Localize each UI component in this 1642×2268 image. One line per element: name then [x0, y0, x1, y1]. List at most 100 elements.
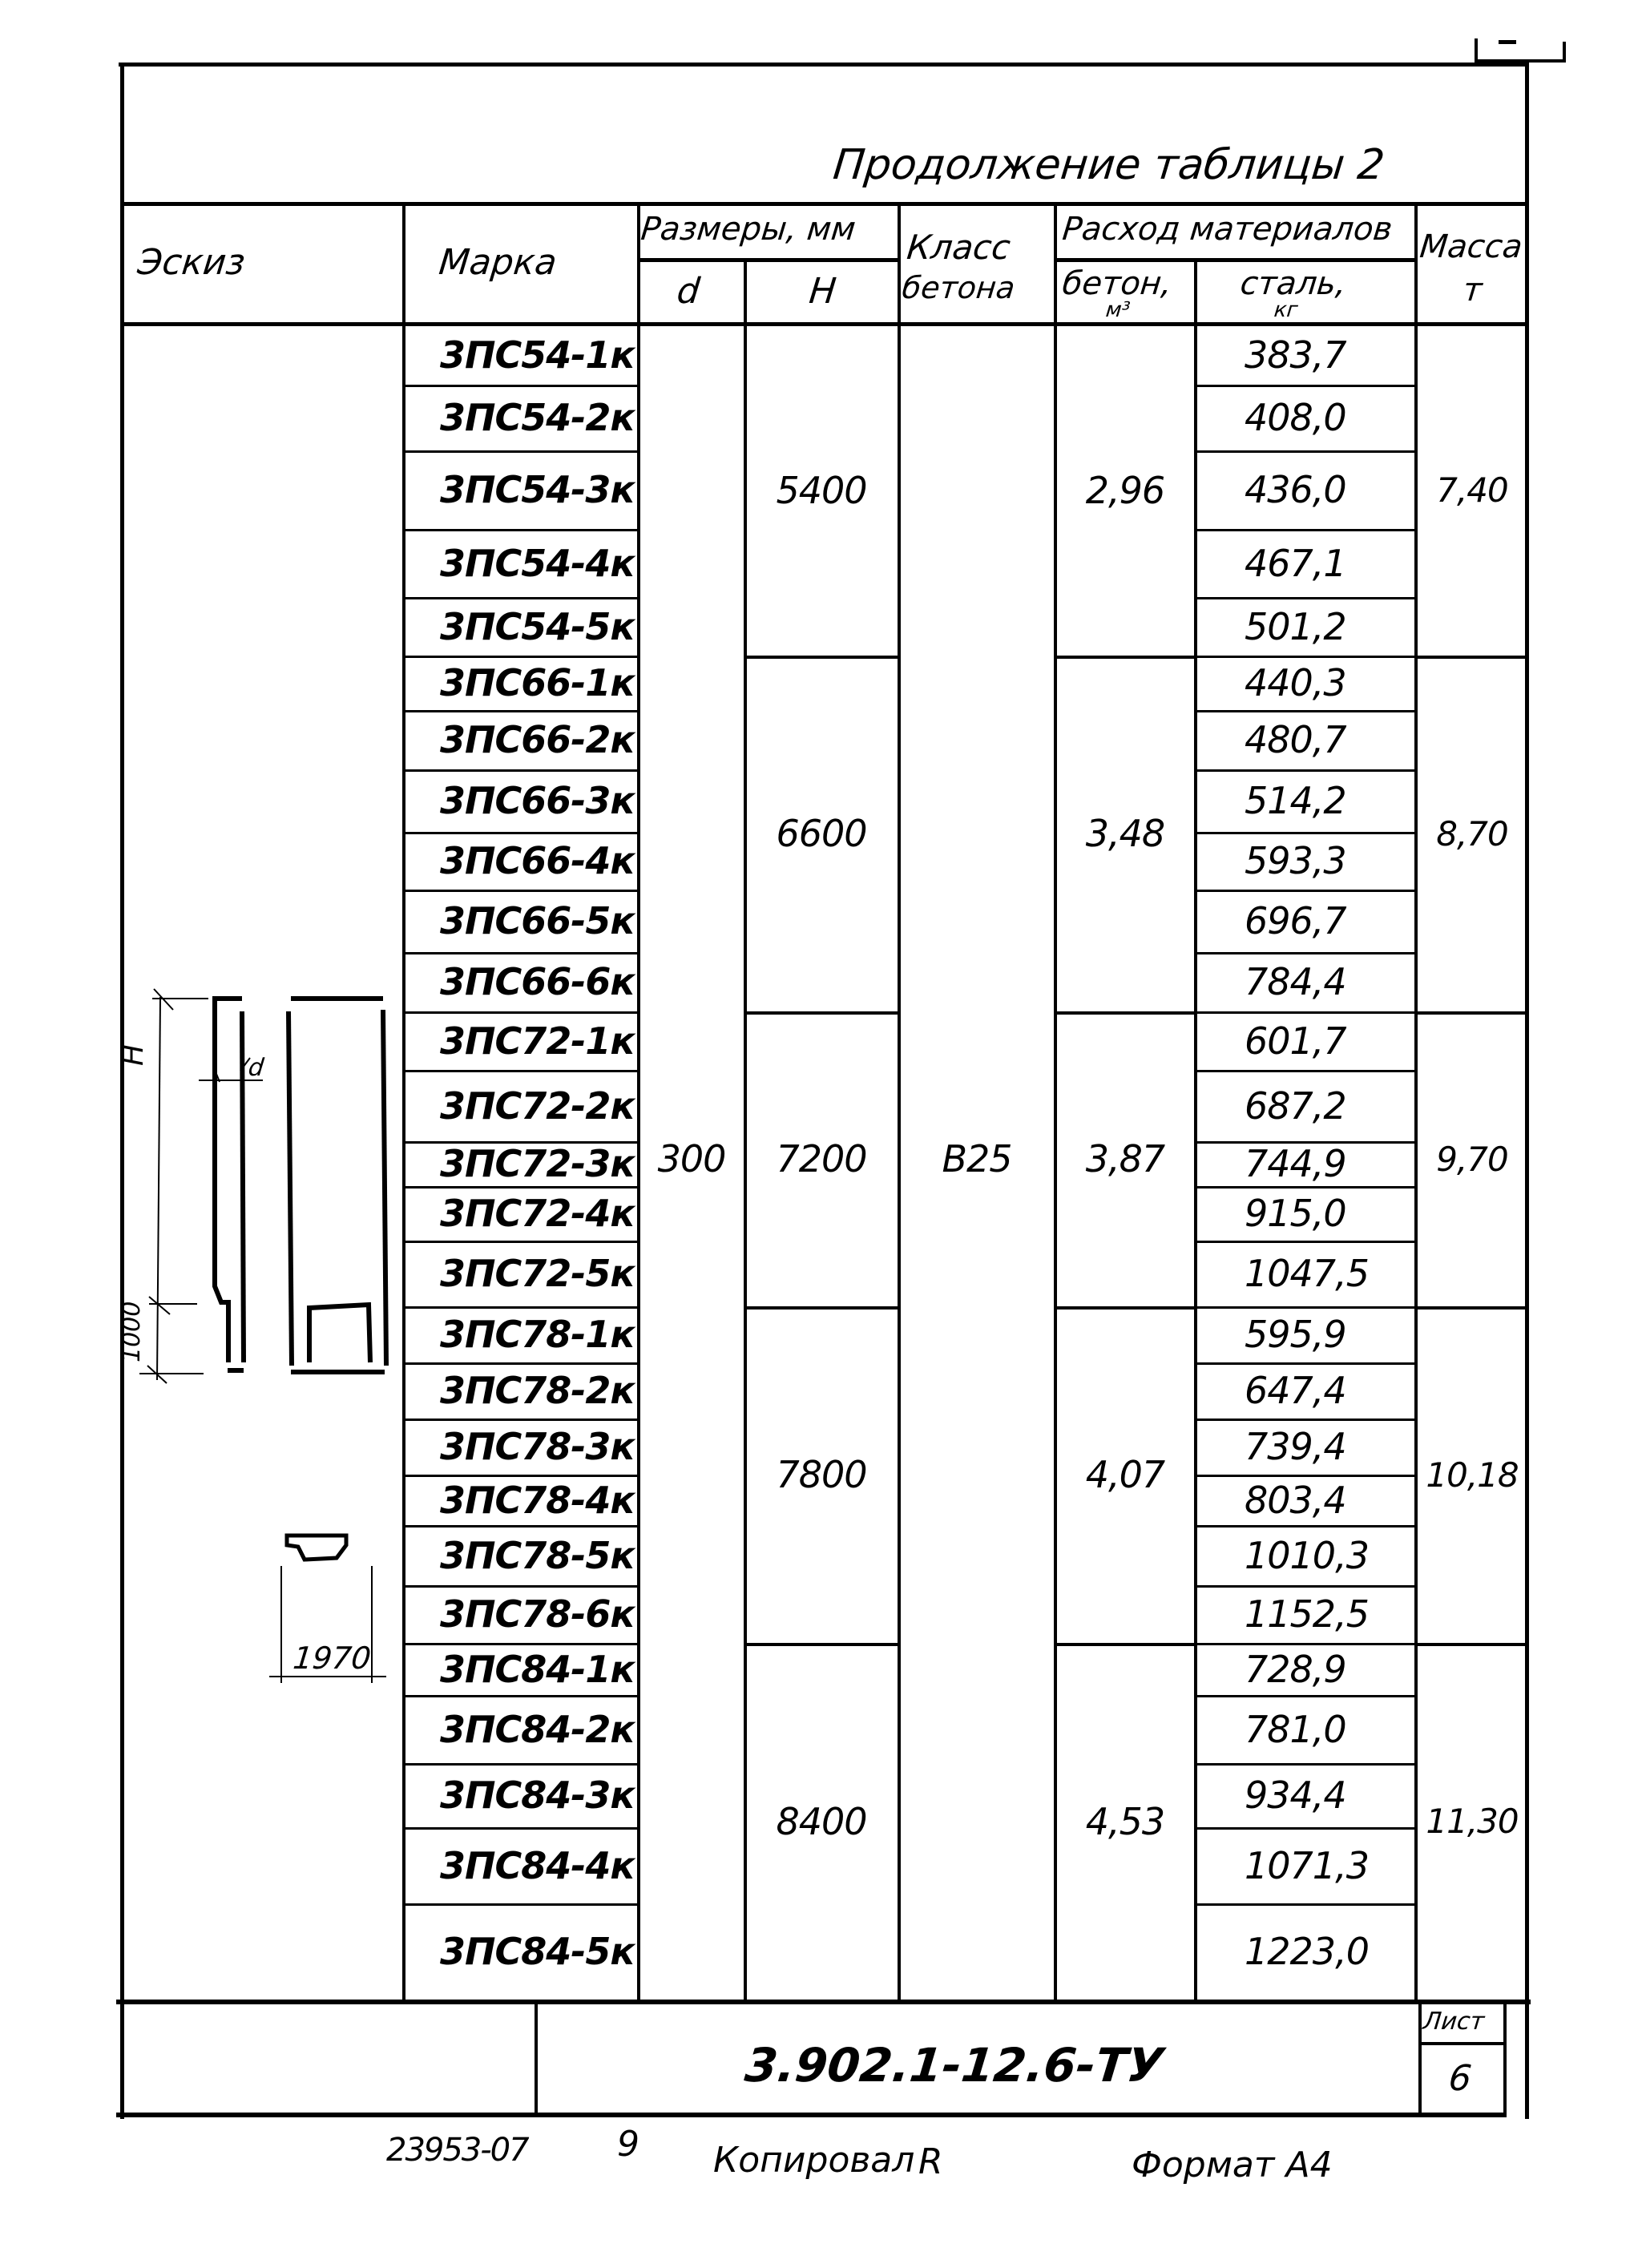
cell-mark: 3ПС84-5к [440, 1930, 635, 1973]
row-separator [402, 710, 639, 712]
cell-steel: 781,0 [1245, 1707, 1347, 1751]
cell-mark: 3ПС66-4к [440, 839, 635, 882]
cell-mark: 3ПС66-2к [440, 718, 635, 761]
row-separator [1194, 597, 1414, 599]
cell-mark: 3ПС66-6к [440, 960, 635, 1003]
row-separator [402, 769, 639, 772]
cell-steel: 1152,5 [1245, 1592, 1370, 1636]
cell-height-h: 8400 [776, 1799, 867, 1843]
col-line-steel-mass [1414, 202, 1418, 2001]
corner-mark [1475, 59, 1566, 63]
header-steel: сталь, [1238, 265, 1349, 302]
row-separator [1194, 1643, 1414, 1645]
header-mark: Марка [437, 242, 559, 283]
cell-concrete-volume: 4,07 [1085, 1453, 1165, 1496]
sheet-label: Лист [1422, 2008, 1486, 2036]
cell-steel: 467,1 [1245, 541, 1347, 585]
cell-mass: 10,18 [1426, 1455, 1519, 1495]
group-separator [1054, 656, 1194, 659]
sketch-label-base-height: 1000 [118, 1301, 146, 1362]
cell-mark: 3ПС72-1к [440, 1019, 635, 1063]
row-separator [1194, 1011, 1414, 1014]
row-separator [402, 450, 639, 453]
header-dim-h: H [807, 271, 838, 312]
cell-mark: 3ПС72-2к [440, 1084, 635, 1128]
row-separator [402, 1585, 639, 1588]
cell-height-h: 7200 [776, 1137, 867, 1180]
col-line-mark-d [637, 202, 640, 2001]
row-separator [402, 1070, 639, 1072]
group-separator [1414, 1011, 1529, 1015]
group-separator [1414, 1643, 1529, 1646]
cell-mass: 8,70 [1436, 813, 1509, 854]
header-sketch: Эскиз [135, 242, 248, 283]
cell-mark: 3ПС72-3к [440, 1142, 635, 1185]
dims-subheader-line [637, 258, 898, 262]
row-separator [402, 1362, 639, 1365]
row-separator [402, 1763, 639, 1766]
sheet-cell-right [1503, 2004, 1507, 2116]
cell-steel: 739,4 [1245, 1425, 1347, 1468]
group-separator [744, 1643, 898, 1646]
cell-mark: 3ПС78-2к [440, 1369, 635, 1412]
header-mass: Масса [1418, 228, 1524, 265]
cell-mark: 3ПС54-4к [440, 541, 635, 585]
row-separator [1194, 1419, 1414, 1421]
cell-steel: 1047,5 [1245, 1252, 1370, 1295]
group-separator [1054, 1306, 1194, 1310]
row-separator [402, 1827, 639, 1830]
cell-mark: 3ПС72-5к [440, 1252, 635, 1295]
cell-steel: 744,9 [1245, 1142, 1347, 1185]
panel-elevation-icon [139, 988, 389, 1683]
cell-steel: 440,3 [1245, 661, 1347, 704]
row-separator [1194, 1827, 1414, 1830]
group-separator [744, 1011, 898, 1015]
col-line-concrete-steel [1194, 258, 1197, 2001]
title-block-divider [535, 2004, 538, 2113]
materials-subheader-line [1056, 258, 1414, 262]
cell-steel: 595,9 [1245, 1313, 1347, 1356]
cell-thickness-d: 300 [657, 1137, 727, 1180]
cell-concrete-class: В25 [942, 1137, 1012, 1180]
row-separator [402, 1141, 639, 1144]
cell-steel: 934,4 [1245, 1774, 1347, 1817]
cell-height-h: 6600 [776, 812, 867, 855]
row-separator [1194, 1475, 1414, 1477]
group-separator [1414, 1306, 1529, 1310]
group-separator [744, 656, 898, 659]
header-top-line [120, 202, 1529, 206]
cell-steel: 601,7 [1245, 1019, 1347, 1063]
row-separator [402, 1419, 639, 1421]
frame-left-border [120, 63, 124, 2119]
row-separator [402, 1525, 639, 1527]
row-separator [402, 1186, 639, 1188]
row-separator [1194, 1306, 1414, 1309]
row-separator [402, 832, 639, 834]
row-separator [1194, 710, 1414, 712]
cell-steel: 436,0 [1245, 468, 1347, 511]
cell-steel: 1071,3 [1245, 1843, 1370, 1887]
cell-steel: 383,7 [1245, 333, 1347, 377]
row-separator [1194, 1695, 1414, 1697]
row-separator [1194, 656, 1414, 658]
cell-steel: 728,9 [1245, 1647, 1347, 1691]
cell-steel: 915,0 [1245, 1192, 1347, 1235]
cell-concrete-volume: 4,53 [1085, 1799, 1165, 1843]
cell-mark: 3ПС66-5к [440, 899, 635, 942]
row-separator [1194, 385, 1414, 387]
cell-steel: 687,2 [1245, 1084, 1347, 1128]
cell-mark: 3ПС84-3к [440, 1774, 635, 1817]
corner-mark [1475, 38, 1478, 63]
cell-steel: 1010,3 [1245, 1533, 1370, 1577]
row-separator [402, 1643, 639, 1645]
group-separator [1054, 1011, 1194, 1015]
row-separator [1194, 1525, 1414, 1527]
group-separator [744, 1306, 898, 1310]
cell-mark: 3ПС54-3к [440, 468, 635, 511]
cell-mark: 3ПС78-1к [440, 1313, 635, 1356]
cell-mark: 3ПС78-3к [440, 1425, 635, 1468]
row-separator [402, 1695, 639, 1697]
cell-steel: 593,3 [1245, 839, 1347, 882]
col-line-sketch-mark [402, 202, 405, 2001]
document-designation: 3.902.1-12.6-ТУ [742, 2038, 1166, 2092]
